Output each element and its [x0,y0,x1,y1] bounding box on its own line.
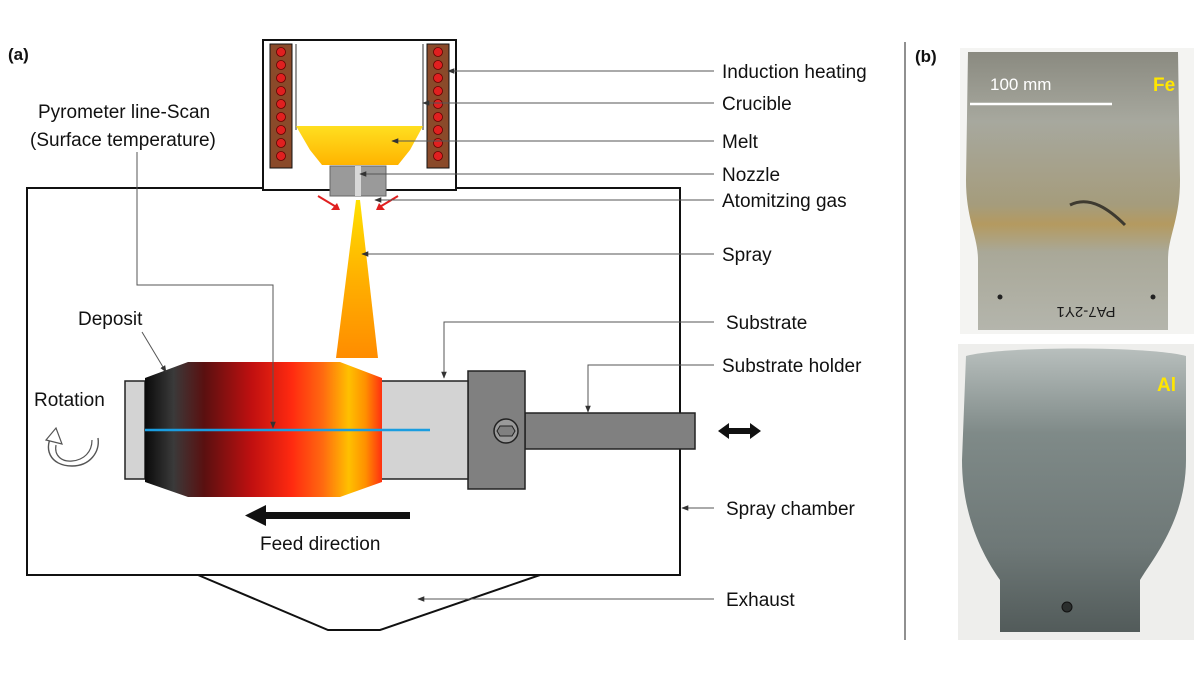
label-spray: Spray [722,245,772,266]
photo-al: Al [958,344,1194,640]
label-rotation: Rotation [34,390,105,411]
al-element-label: Al [1157,375,1176,396]
label-feed-direction: Feed direction [260,534,380,555]
label-deposit: Deposit [78,309,143,330]
label-nozzle: Nozzle [722,165,780,186]
atomizing-gas-arrowhead-left [331,203,340,210]
label-exhaust: Exhaust [726,590,795,611]
fe-surface-mark [1069,200,1127,227]
panel-b-label: (b) [915,47,937,66]
deposit-end-cap [124,380,146,480]
feed-direction-arrowhead [245,505,266,526]
label-melt: Melt [722,132,759,153]
fe-hole [997,294,1003,300]
photo-fe: 100 mm Fe PA7-2Y1 [960,48,1194,334]
atomizing-gas-arrowhead-right [376,203,385,210]
label-atomizing-gas: Atomitzing gas [722,191,847,212]
fe-deposit-billet [966,52,1180,330]
label-substrate-holder: Substrate holder [722,356,862,377]
fe-element-label: Fe [1153,75,1175,96]
exhaust [197,574,541,631]
fe-inscription: PA7-2Y1 [1057,303,1116,320]
leader-pyrometer [136,152,276,429]
set-screw-hex [496,425,516,437]
rotation-arrow-inner [55,439,93,462]
melt [296,126,423,165]
induction-coil-right [426,43,450,169]
label-spray-chamber: Spray chamber [726,499,856,520]
translation-double-arrow [718,423,761,439]
substrate-holder-rod [524,412,696,450]
nozzle-bore [355,166,361,196]
induction-coil-left [269,43,293,169]
label-pyrometer-line1: Pyrometer line-Scan [38,102,210,123]
feed-direction-shaft [262,512,410,519]
leader-substrate-holder [585,364,714,413]
label-crucible: Crucible [722,94,792,115]
fe-scale-label: 100 mm [990,75,1051,94]
leader-deposit [141,331,167,373]
spray-cone [336,200,378,358]
rotation-arrowhead [44,426,63,445]
al-deposit-billet [962,348,1186,632]
panel-a-label: (a) [8,45,29,64]
label-substrate: Substrate [726,313,807,334]
fe-hole-2 [1150,294,1156,300]
label-induction-heating: Induction heating [722,62,867,83]
leader-substrate [441,321,714,379]
al-hole [1061,601,1073,613]
label-pyrometer-line2: (Surface temperature) [30,130,216,151]
